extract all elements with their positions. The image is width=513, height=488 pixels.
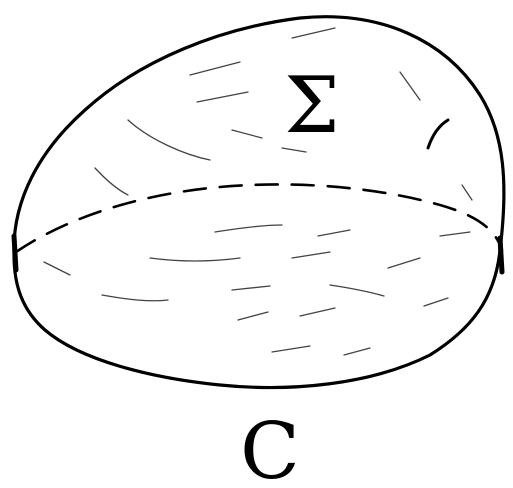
hatch-stroke [215, 225, 282, 232]
hatch-stroke [292, 252, 330, 258]
hatch-stroke [232, 130, 262, 138]
hatch-stroke [344, 348, 370, 355]
hatch-stroke [462, 185, 472, 200]
hatch-stroke [292, 28, 335, 38]
boundary-curve-dashed [16, 184, 502, 252]
hatch-stroke [330, 285, 384, 296]
hatch-stroke [400, 72, 420, 100]
hatch-stroke [232, 286, 270, 290]
hatch-stroke [44, 262, 70, 275]
sigma-side-stroke [428, 120, 448, 148]
curve-label-c: C [240, 407, 300, 488]
hatch-stroke [128, 120, 210, 160]
hatch-stroke [95, 168, 128, 195]
hatch-stroke [440, 232, 470, 236]
hatch-stroke [424, 298, 448, 306]
hatch-stroke [190, 62, 240, 75]
hatch-stroke [102, 295, 168, 301]
hatch-stroke [318, 230, 350, 236]
surface-label-sigma: Σ [284, 61, 339, 151]
hatch-stroke [272, 346, 310, 352]
dome-outline [14, 17, 504, 388]
hatch-stroke [388, 258, 420, 268]
hatch-stroke [150, 258, 240, 261]
hatch-stroke [300, 308, 335, 316]
hatch-stroke [197, 92, 248, 102]
hatch-stroke [238, 312, 268, 320]
